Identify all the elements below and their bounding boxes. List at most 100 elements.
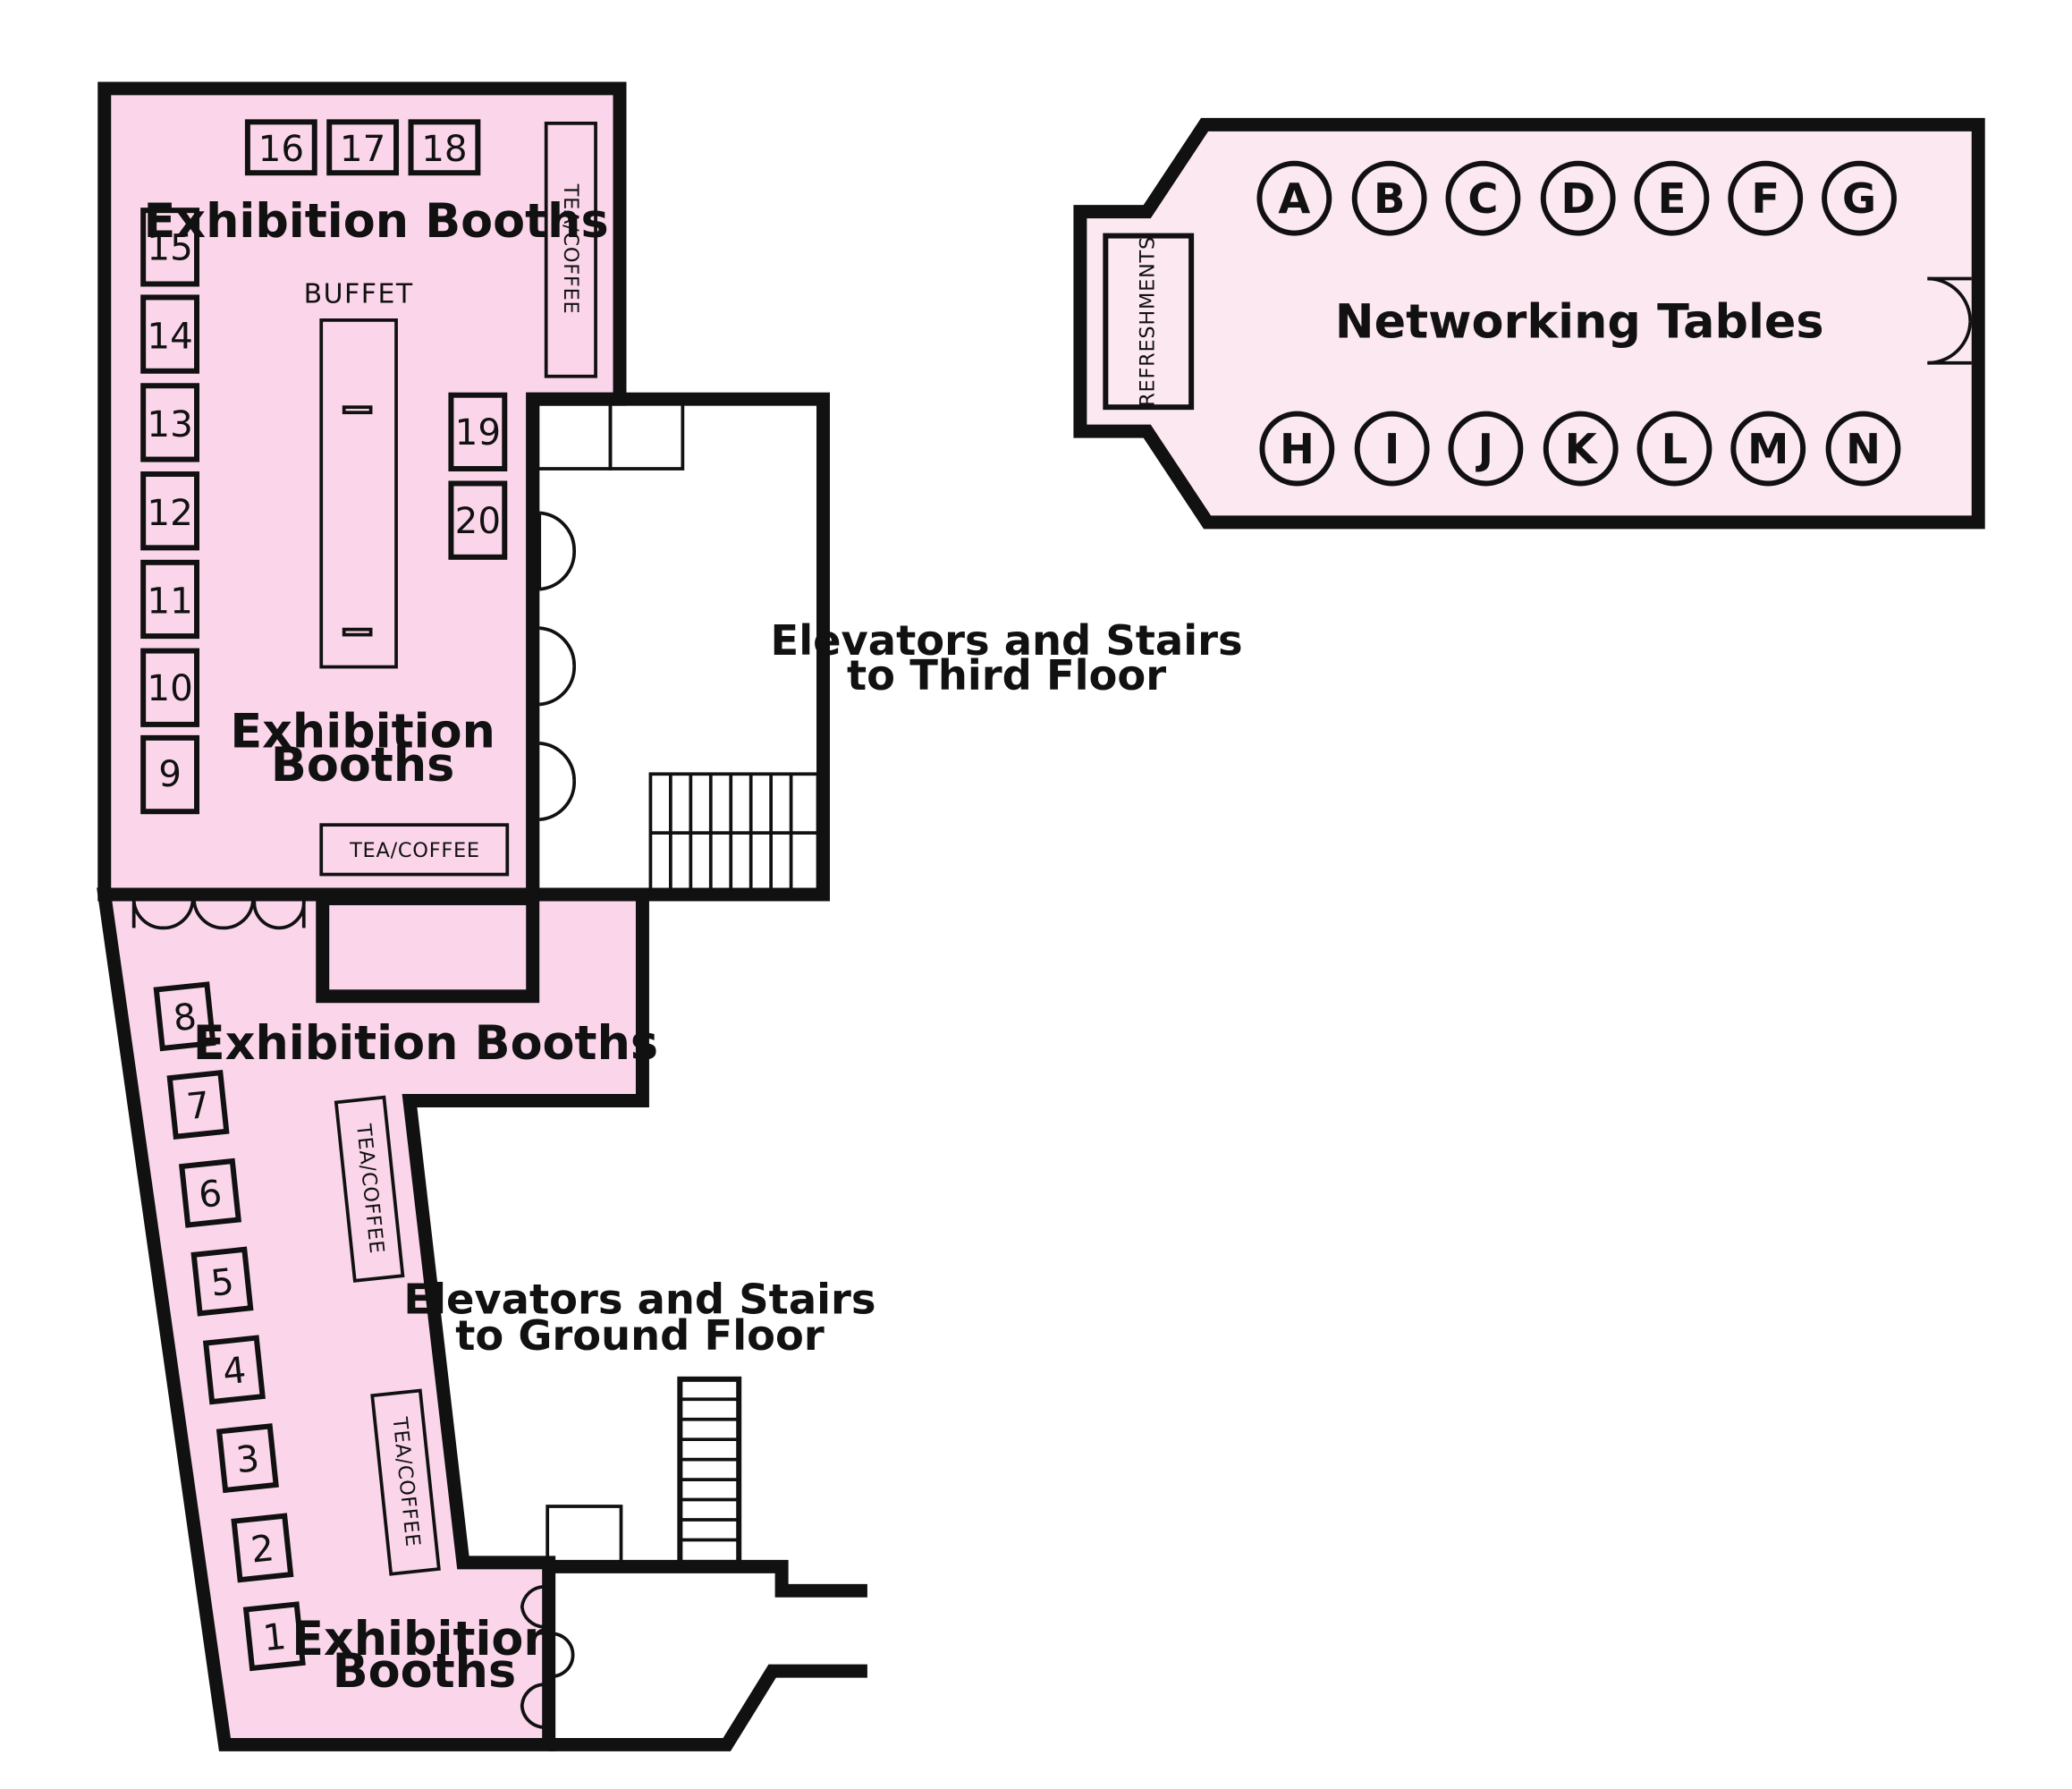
main-hall: 16 17 18 15 14 13 12 11 10 9 19 20 TEA/C… — [97, 81, 627, 902]
stairs-ground — [677, 1376, 742, 1565]
booth-10: 10 — [140, 648, 200, 727]
tea-coffee-label-top: TEA/COFFEE — [559, 183, 582, 315]
svg-text:I: I — [1384, 425, 1400, 473]
booth-11: 11 — [140, 559, 200, 640]
svg-text:20: 20 — [455, 499, 501, 542]
svg-text:F: F — [1751, 174, 1780, 223]
tea-coffee-station-bottom — [319, 823, 510, 877]
svg-text:9: 9 — [158, 752, 182, 795]
svg-text:5: 5 — [208, 1259, 236, 1304]
booth-9: 9 — [140, 734, 200, 815]
networking-room-floor — [1073, 117, 1985, 530]
ground-core-walls — [548, 1664, 867, 1751]
area-label-left: Booths — [271, 738, 454, 793]
svg-text:13: 13 — [147, 403, 192, 445]
svg-text:K: K — [1565, 425, 1599, 473]
area-label-mid: Exhibition Booths — [193, 1016, 658, 1071]
booth-19: 19 — [448, 392, 508, 472]
door-core-2 — [539, 626, 576, 707]
corridor-doors — [131, 901, 306, 930]
svg-text:16: 16 — [258, 127, 304, 170]
booth-2: 2 — [231, 1513, 294, 1583]
stairs-third — [648, 772, 820, 894]
elevator-1 — [535, 401, 613, 471]
svg-text:N: N — [1846, 425, 1881, 473]
booth-13: 13 — [140, 383, 200, 462]
booth-17: 17 — [326, 119, 400, 176]
booth-14: 14 — [140, 294, 200, 374]
svg-text:8: 8 — [171, 995, 199, 1039]
table-c: C — [1445, 160, 1521, 236]
elevators-third-label: Elevators and Stairs — [771, 616, 1243, 665]
buffet-label: BUFFET — [304, 278, 414, 309]
elevator-core-third — [526, 392, 830, 902]
corridor-pillar — [316, 892, 540, 1004]
elevator-2 — [608, 401, 685, 471]
svg-text:B: B — [1374, 174, 1405, 223]
svg-text:H: H — [1280, 425, 1315, 473]
table-f: F — [1728, 160, 1804, 236]
buffet-table — [319, 318, 398, 669]
door-core-3 — [539, 741, 576, 822]
networking-tables-label: Networking Tables — [1335, 294, 1824, 349]
networking-door — [1927, 276, 1973, 365]
table-g: G — [1822, 160, 1897, 236]
svg-text:12: 12 — [147, 491, 192, 534]
door-core-1 — [537, 511, 576, 591]
svg-text:L: L — [1662, 425, 1688, 473]
svg-text:4: 4 — [221, 1348, 249, 1393]
elevator-core-ground — [545, 1376, 867, 1751]
lower-corridor-floor — [97, 887, 649, 1751]
networking-room: REFRESHMENTS Networking Tables A B C D E… — [1073, 117, 1985, 530]
svg-text:14: 14 — [147, 314, 192, 357]
area-label-top: Exhibition Booths — [144, 194, 609, 249]
elevators-ground-label: to Ground Floor — [455, 1311, 825, 1360]
svg-text:3: 3 — [234, 1437, 262, 1481]
svg-text:1: 1 — [261, 1615, 289, 1659]
svg-text:C: C — [1467, 174, 1498, 223]
table-i: I — [1354, 411, 1430, 487]
tea-coffee-label-bottom: TEA/COFFEE — [349, 839, 480, 862]
elevators-ground-label: Elevators and Stairs — [403, 1275, 875, 1323]
svg-text:7: 7 — [184, 1083, 212, 1128]
booth-20: 20 — [448, 480, 508, 560]
booth-6: 6 — [178, 1157, 242, 1228]
booth-16: 16 — [244, 119, 317, 176]
elevator-ground — [545, 1505, 623, 1564]
svg-text:M: M — [1747, 425, 1789, 473]
booth-18: 18 — [408, 119, 481, 176]
booth-7: 7 — [166, 1069, 230, 1140]
svg-text:19: 19 — [455, 411, 501, 454]
table-b: B — [1351, 160, 1427, 236]
buffet-marker — [342, 405, 373, 415]
booth-15: 15 — [140, 208, 200, 287]
table-n: N — [1825, 411, 1901, 487]
area-label-left: Exhibition — [230, 704, 495, 759]
ground-core-walls — [548, 1559, 867, 1598]
booth-5: 5 — [190, 1246, 254, 1317]
core-walls — [526, 392, 830, 902]
table-k: K — [1543, 411, 1619, 487]
buffet-marker — [342, 627, 373, 637]
area-label-bottom: Exhibition — [292, 1612, 557, 1666]
elevators-third-label: to Third Floor — [847, 651, 1166, 699]
table-m: M — [1730, 411, 1806, 487]
tea-coffee-station-top — [544, 121, 597, 378]
booth-1: 1 — [242, 1601, 306, 1672]
table-a: A — [1256, 160, 1332, 236]
svg-text:11: 11 — [147, 580, 192, 623]
table-e: E — [1634, 160, 1710, 236]
table-h: H — [1259, 411, 1335, 487]
svg-text:J: J — [1476, 425, 1493, 473]
svg-text:10: 10 — [147, 666, 192, 709]
area-label-bottom: Booths — [333, 1644, 516, 1699]
booth-8: 8 — [153, 981, 216, 1052]
refreshments-label: REFRESHMENTS — [1137, 236, 1160, 407]
lower-corridor: 8 7 6 5 4 3 2 1 TEA/COFFEE TEA/COFFEE Ex… — [97, 887, 658, 1751]
table-l: L — [1636, 411, 1713, 487]
corridor-side-doors — [520, 1584, 575, 1729]
booth-3: 3 — [216, 1423, 279, 1494]
table-j: J — [1448, 411, 1524, 487]
svg-text:A: A — [1278, 174, 1310, 223]
